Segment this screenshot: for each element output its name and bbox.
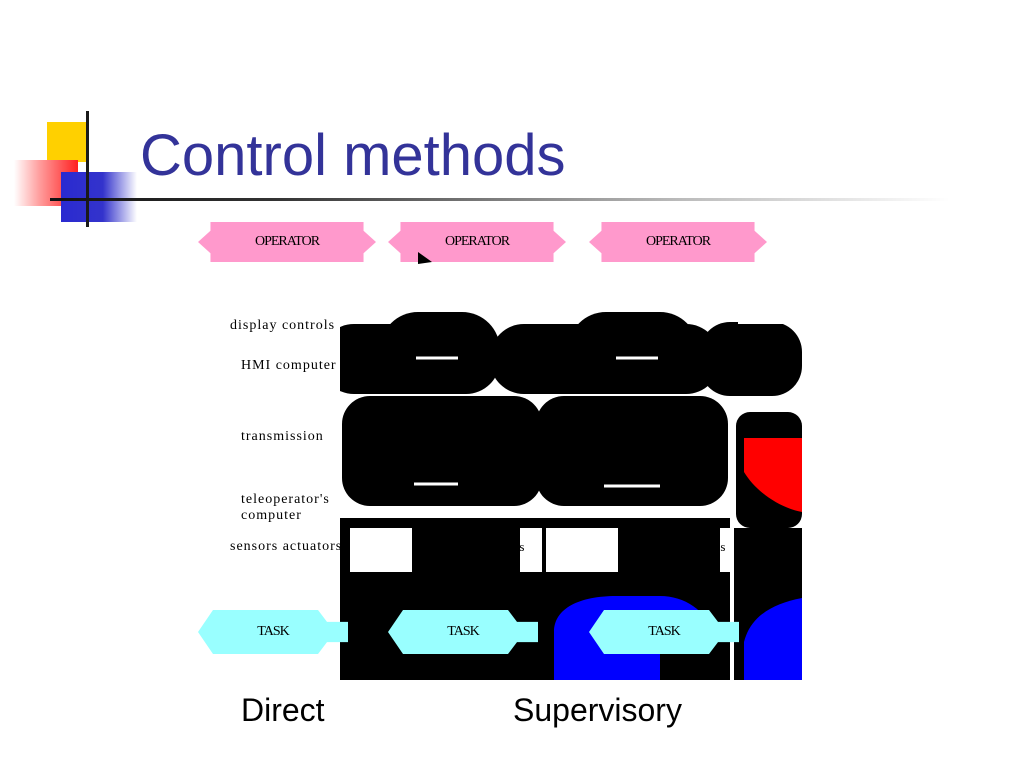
blob-top-5 (700, 322, 802, 396)
block-middle-2 (536, 396, 728, 506)
title-underline (50, 198, 950, 201)
label-teleoperator: teleoperator's (241, 492, 330, 507)
blob-top-4 (568, 312, 698, 392)
label-sensors-actuators: sensors actuators (230, 539, 343, 554)
operator-label-1: OPERATOR (254, 234, 320, 249)
label-display-controls: display controls (230, 318, 336, 333)
task-badge-2: TASK (388, 610, 538, 654)
task-label-3: TASK (648, 624, 680, 639)
operator-label-2: OPERATOR (444, 234, 510, 249)
inner-sensor-label-1: sensors actuators (420, 539, 526, 554)
block-middle-1 (342, 396, 542, 506)
task-badge-1: TASK (198, 610, 348, 654)
operator-badge-3: OPERATOR (589, 222, 767, 262)
operator-badge-1: OPERATOR (198, 222, 376, 262)
slide-title: Control methods (140, 123, 566, 188)
control-diagram (340, 312, 802, 680)
inner-sensor-label-2: sensors actuators (621, 539, 727, 554)
blue-highlight-2 (744, 598, 802, 680)
operator-badge-2: OPERATOR (388, 222, 566, 262)
task-label-2: TASK (447, 624, 479, 639)
caption-direct: Direct (241, 692, 325, 728)
diagram-hatch-lines (431, 530, 657, 572)
logo-blue-square (61, 172, 137, 222)
red-highlight (744, 438, 802, 512)
label-transmission: transmission (241, 429, 324, 444)
task-label-1: TASK (257, 624, 289, 639)
label-teleoperator-computer: computer (241, 508, 302, 523)
logo-yellow-square (47, 122, 87, 162)
logo-vertical-line (86, 111, 89, 227)
label-hmi-computer: HMI computer (241, 358, 337, 373)
diagram-white-cells (350, 312, 800, 572)
caption-supervisory: Supervisory (513, 692, 682, 728)
task-badge-3: TASK (589, 610, 739, 654)
operator-label-3: OPERATOR (645, 234, 711, 249)
blob-top-2 (380, 312, 500, 392)
arrow-head-icon (418, 252, 432, 264)
